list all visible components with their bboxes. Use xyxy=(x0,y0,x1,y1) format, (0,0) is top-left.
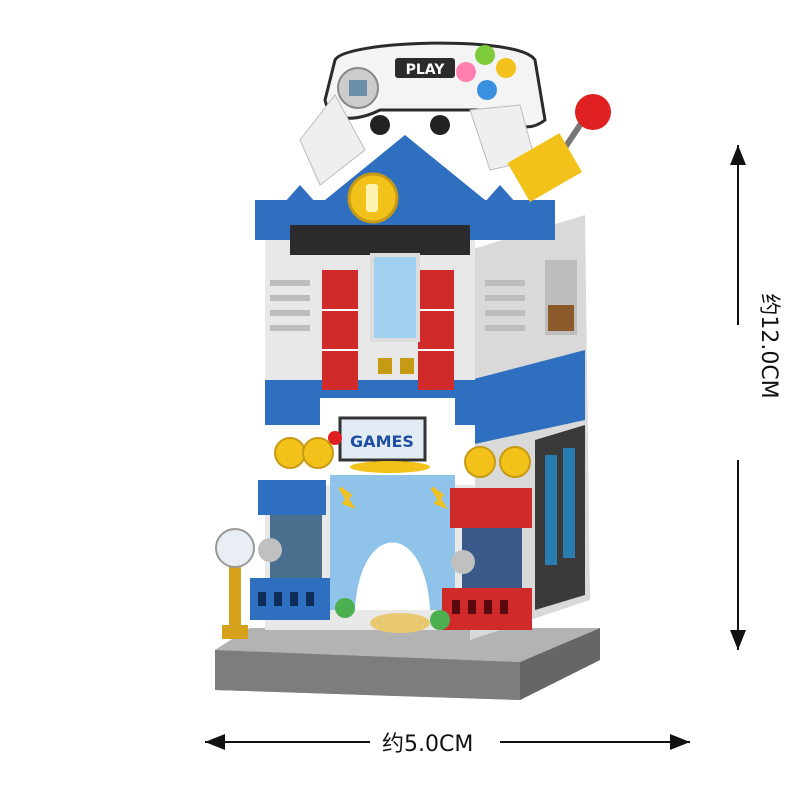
width-dimension-arrow xyxy=(205,734,690,750)
game-controller: PLAY xyxy=(299,41,547,186)
gold-coin xyxy=(347,172,399,224)
height-dimension-arrow xyxy=(730,145,746,650)
controller-label: PLAY xyxy=(406,62,446,78)
gold-studs xyxy=(274,437,531,478)
height-label: 约12.0CM xyxy=(755,282,787,410)
joystick xyxy=(507,94,611,203)
width-label: 约5.0CM xyxy=(376,726,480,758)
base-plate xyxy=(215,628,600,700)
games-sign: GAMES xyxy=(320,398,455,478)
right-arcade-cabinet xyxy=(442,488,532,630)
decorations xyxy=(258,538,475,633)
arched-doorway xyxy=(330,475,455,610)
street-lamp xyxy=(215,528,255,639)
right-side-wall xyxy=(470,215,590,640)
sign-label: GAMES xyxy=(350,432,414,451)
